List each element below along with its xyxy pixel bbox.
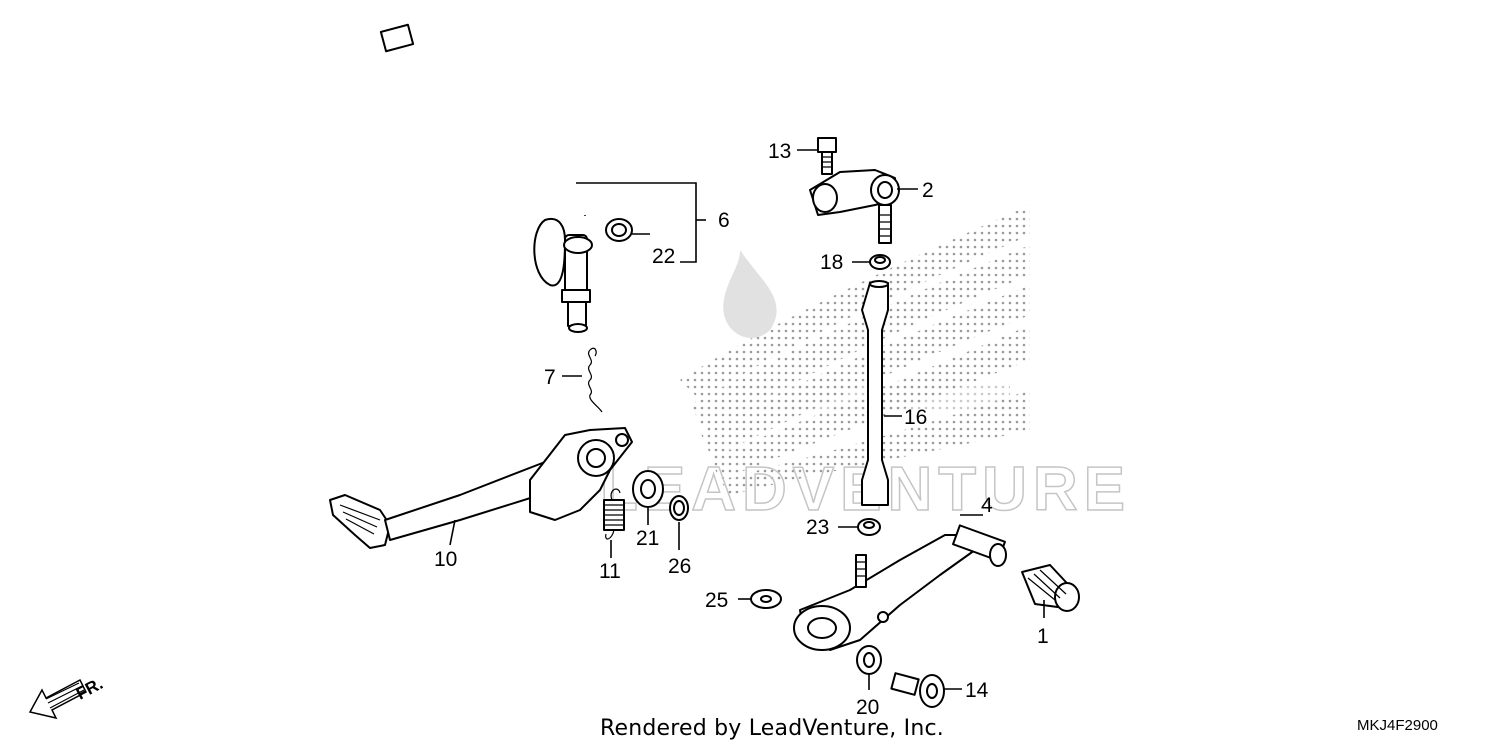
- callout-18: 18: [820, 251, 843, 274]
- callout-labels: 13 2 6 22 18 7 16 4 23 21 10 11 26 25 1 …: [434, 140, 1049, 719]
- shift-arm-2: [809, 169, 900, 244]
- spring-11: [603, 488, 625, 540]
- nut-18: [869, 254, 891, 270]
- callout-4: 4: [981, 494, 993, 517]
- clip-26: [669, 495, 689, 521]
- spring-7: [587, 347, 603, 413]
- shift-lever-4: [793, 524, 1007, 651]
- callout-21: 21: [636, 527, 659, 550]
- callout-1: 1: [1037, 625, 1049, 648]
- callout-14: 14: [965, 679, 989, 702]
- nut-23: [857, 518, 881, 536]
- render-credit: Rendered by LeadVenture, Inc.: [600, 716, 944, 741]
- washer-20: [856, 645, 882, 675]
- rubber-1: [1021, 564, 1080, 612]
- shift-rod-16: [861, 280, 889, 506]
- leader-lines: [449, 149, 1045, 690]
- front-direction-arrow: FR.: [28, 674, 106, 720]
- brake-pedal-10: [329, 427, 633, 549]
- callout-11: 11: [599, 560, 621, 583]
- bolt-14: [890, 672, 945, 708]
- callout-20: 20: [856, 696, 879, 719]
- callout-7: 7: [544, 366, 556, 389]
- callout-13: 13: [768, 140, 791, 163]
- callout-10: 10: [434, 548, 457, 571]
- callout-16: 16: [904, 406, 927, 429]
- switch-assembly-6: [379, 23, 593, 333]
- callout-23: 23: [806, 516, 829, 539]
- clip-22: [605, 218, 633, 242]
- bolt-13: [817, 137, 837, 175]
- callout-26: 26: [668, 555, 691, 578]
- washer-21: [632, 470, 664, 508]
- callout-6: 6: [718, 209, 730, 232]
- washer-25: [750, 589, 782, 609]
- callout-25: 25: [705, 589, 728, 612]
- callout-22: 22: [652, 245, 675, 268]
- callout-2: 2: [922, 179, 934, 202]
- front-direction-label: FR.: [73, 674, 106, 704]
- diagram-code: MKJ4F2900: [1357, 717, 1438, 734]
